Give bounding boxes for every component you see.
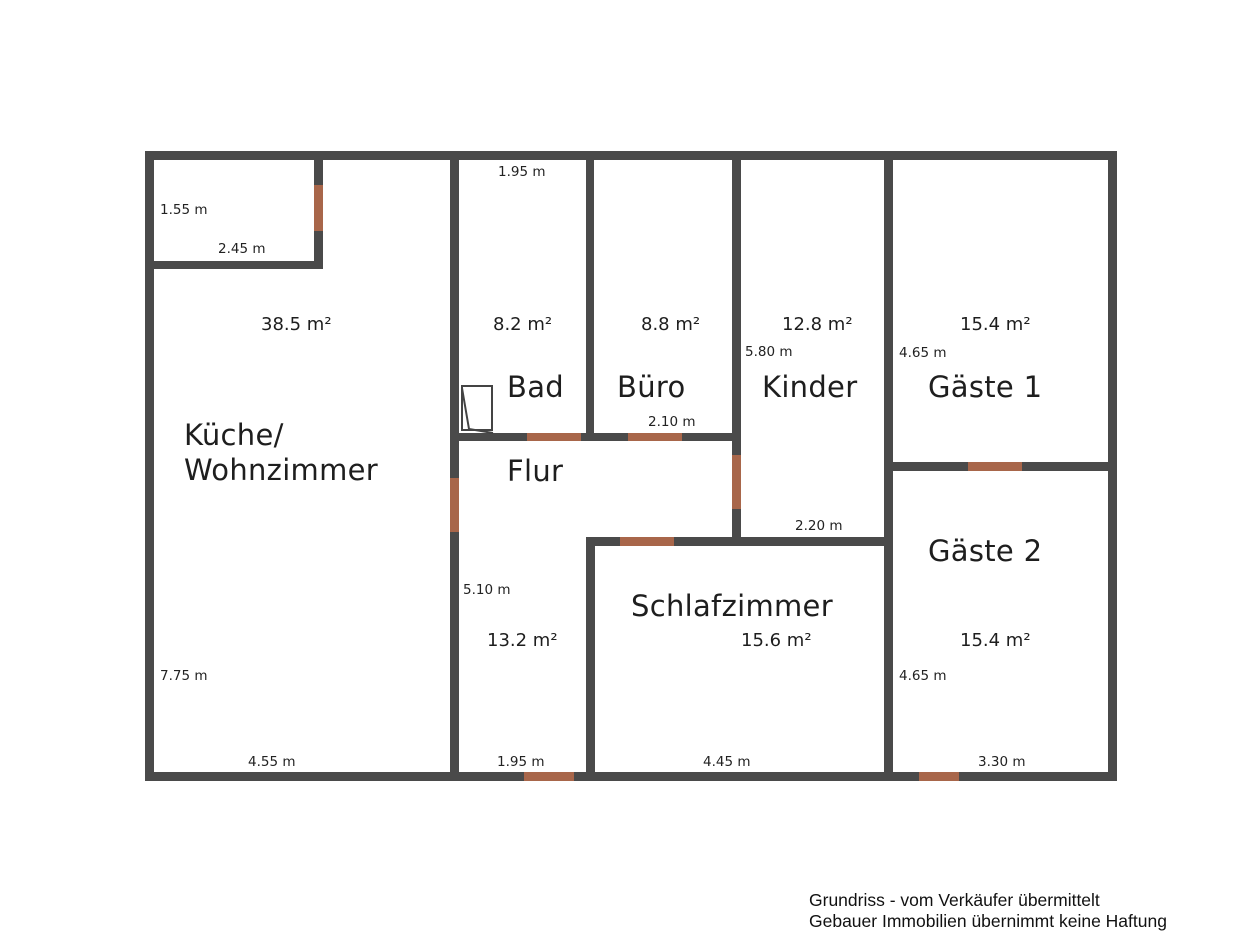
wall-flur-schlafzimmer: [586, 537, 595, 781]
area-bad: 8.2 m²: [493, 314, 553, 335]
dim-flur-width: 1.95 m: [497, 754, 545, 770]
dim-bad-width: 1.95 m: [498, 164, 546, 180]
wall-kitchen-flur: [450, 151, 459, 781]
dim-gaeste2-height: 4.65 m: [899, 668, 947, 684]
dim-flur-height: 5.10 m: [463, 582, 511, 598]
room-label-schlafzimmer: Schlafzimmer: [631, 589, 833, 623]
dim-schlafzimmer-width: 4.45 m: [703, 754, 751, 770]
outer-wall-left: [145, 151, 154, 781]
area-flur: 13.2 m²: [487, 630, 558, 651]
area-buero: 8.8 m²: [641, 314, 701, 335]
dim-kueche-width: 4.55 m: [248, 754, 296, 770]
wall-schlafzimmer-top: [586, 537, 893, 546]
room-label-gaeste2: Gäste 2: [928, 534, 1043, 568]
disclaimer-caption: Grundriss - vom Verkäufer übermittelt Ge…: [809, 890, 1167, 932]
outer-wall-top: [145, 151, 1117, 160]
caption-line-1: Grundriss - vom Verkäufer übermittelt: [809, 890, 1100, 910]
room-label-flur: Flur: [507, 454, 564, 488]
room-label-gaeste1: Gäste 1: [928, 370, 1043, 404]
wall-buero-kinder: [732, 151, 741, 545]
door-gaeste1: [968, 462, 1022, 471]
dim-buero-width: 2.10 m: [648, 414, 696, 430]
caption-line-2: Gebauer Immobilien übernimmt keine Haftu…: [809, 911, 1167, 931]
dim-storage-width: 2.45 m: [218, 241, 266, 257]
dim-storage-height: 1.55 m: [160, 202, 208, 218]
wall-bad-buero: [586, 151, 594, 441]
shower-door-icon: [461, 387, 494, 434]
door-bad: [527, 433, 581, 441]
area-schlafzimmer: 15.6 m²: [741, 630, 812, 651]
door-schlafzimmer: [620, 537, 674, 546]
door-storage: [314, 185, 323, 231]
door-kinder: [732, 455, 741, 509]
room-label-kinder: Kinder: [762, 370, 858, 404]
door-entrance: [524, 772, 574, 781]
dim-kinder-height: 5.80 m: [745, 344, 793, 360]
dim-kueche-height: 7.75 m: [160, 668, 208, 684]
dim-gaeste1-height: 4.65 m: [899, 345, 947, 361]
storage-wall-bottom: [145, 261, 323, 269]
room-label-kueche: Küche/ Wohnzimmer: [184, 418, 379, 487]
door-kitchen: [450, 478, 459, 532]
door-buero: [628, 433, 682, 441]
room-label-bad: Bad: [507, 370, 564, 404]
area-gaeste2: 15.4 m²: [960, 630, 1031, 651]
area-kueche: 38.5 m²: [261, 314, 332, 335]
dim-kinder-width: 2.20 m: [795, 518, 843, 534]
dim-gaeste2-width: 3.30 m: [978, 754, 1026, 770]
outer-wall-bottom: [145, 772, 1117, 781]
area-gaeste1: 15.4 m²: [960, 314, 1031, 335]
wall-bad-buero-bottom: [450, 433, 741, 441]
door-gaeste2-exterior: [919, 772, 959, 781]
area-kinder: 12.8 m²: [782, 314, 853, 335]
room-label-buero: Büro: [617, 370, 686, 404]
